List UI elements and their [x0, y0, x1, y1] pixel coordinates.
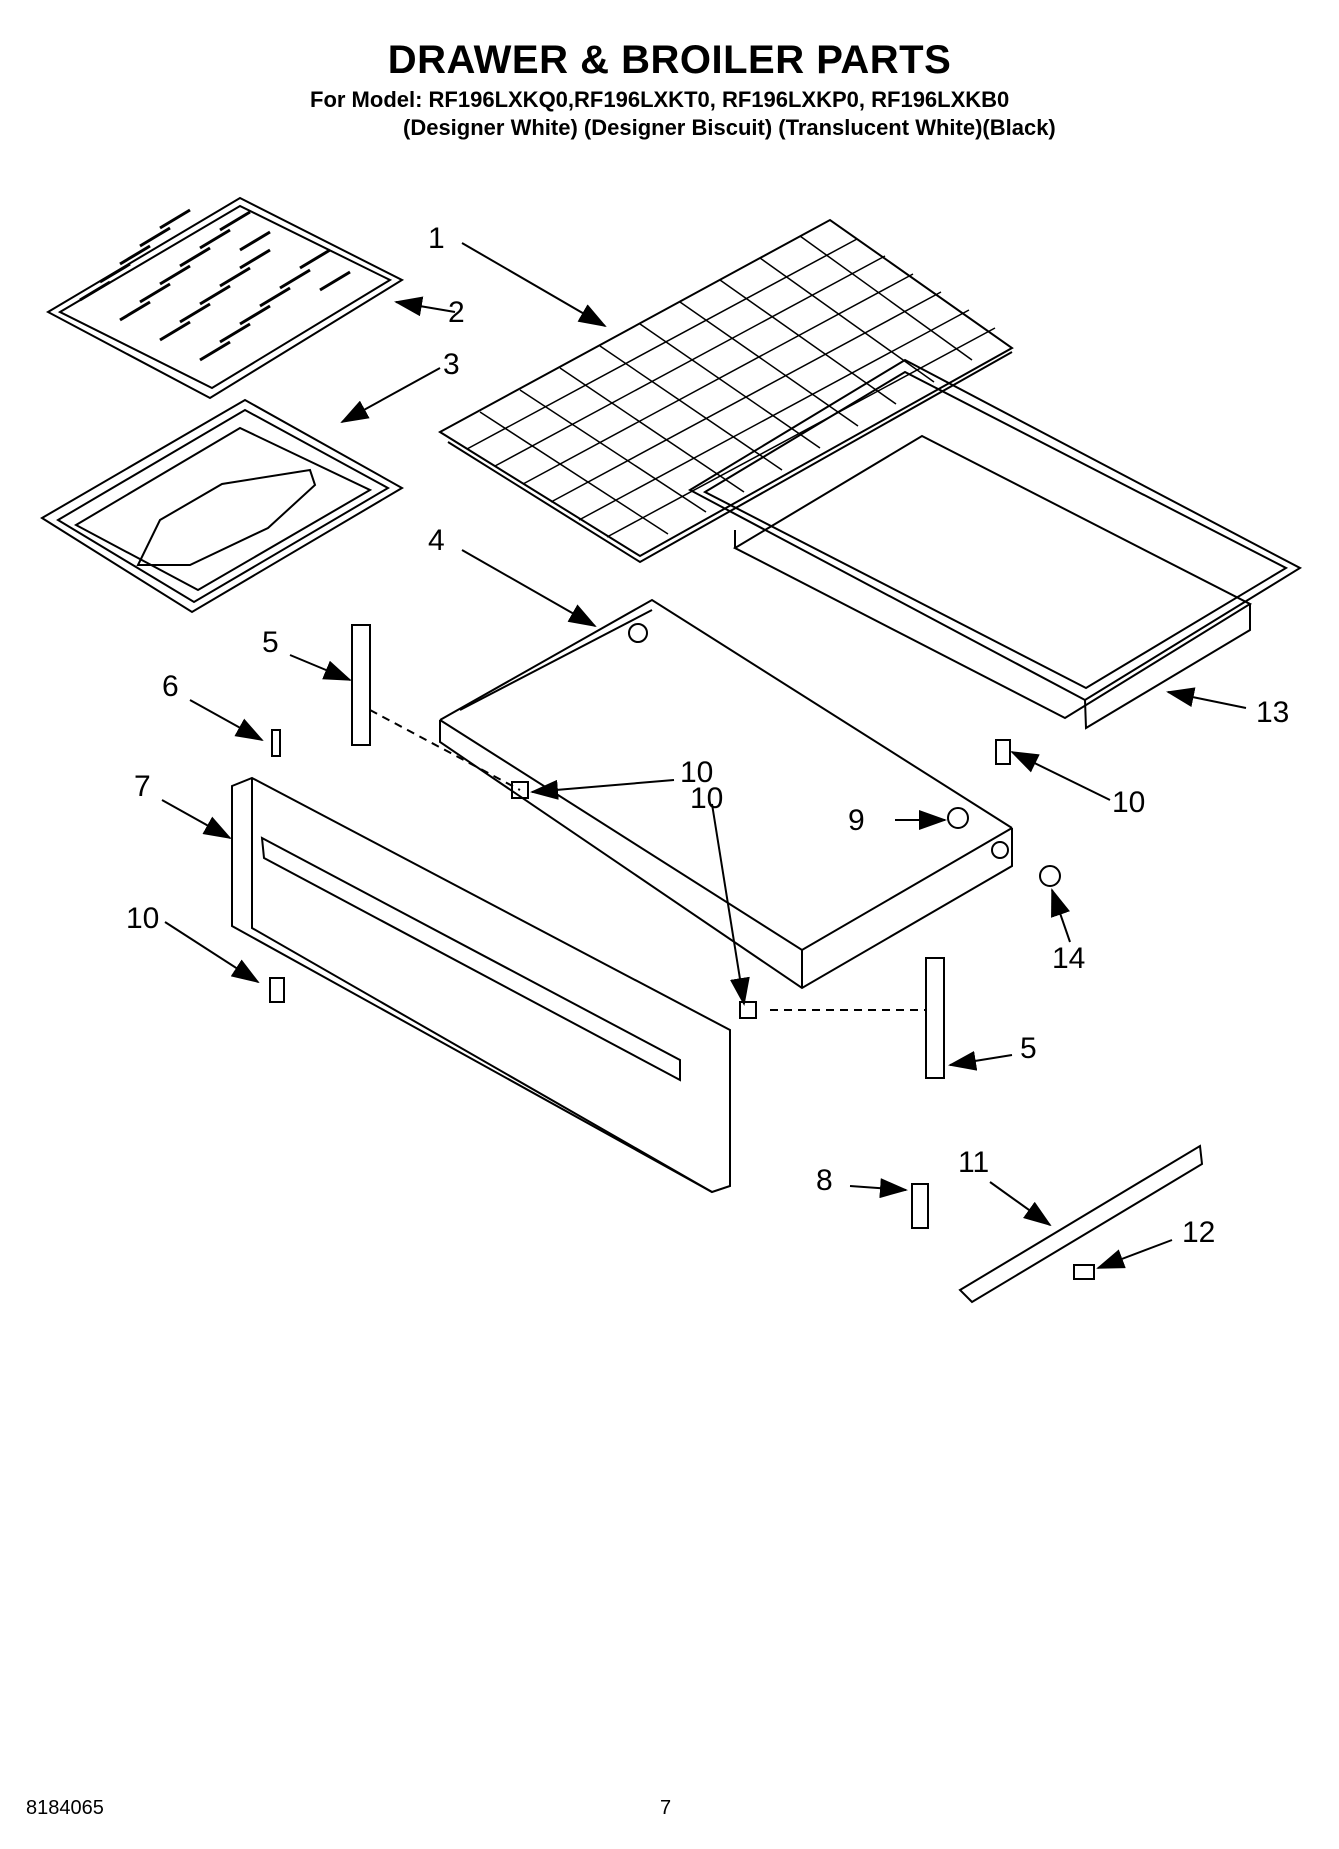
callout-9: 9: [848, 804, 865, 837]
callout-2: 2: [448, 296, 465, 329]
drawer-slide-left: [351, 624, 371, 746]
drawer-liner-part: [687, 358, 1303, 730]
color-list: (Designer White) (Designer Biscuit) (Tra…: [403, 115, 1056, 140]
callout-labels: 1 2 3 4 5 6 7 10 10 9 10 13 14 5 8 11 12…: [126, 222, 1289, 1249]
callout-12: 12: [1182, 1216, 1215, 1249]
callout-10d: 10: [126, 902, 159, 935]
page-title: DRAWER & BROILER PARTS: [387, 38, 952, 82]
document-number: 8184065: [26, 1797, 104, 1819]
callout-7: 7: [134, 770, 151, 803]
callout-5b: 5: [1020, 1032, 1037, 1065]
callout-leaders: [161, 242, 1247, 1269]
screw-12: [1073, 1264, 1095, 1280]
screw-10-c: [995, 739, 1011, 765]
callout-8: 8: [816, 1164, 833, 1197]
drawer-front-part: [231, 776, 731, 1194]
screw-10-d: [269, 977, 285, 1003]
callout-10b: 10: [690, 782, 723, 815]
clip-8: [911, 1183, 929, 1229]
page-number: 7: [660, 1797, 672, 1819]
callout-13: 13: [1256, 696, 1289, 729]
rail-11: [958, 1144, 1204, 1304]
broiler-pan-part: [40, 398, 405, 614]
callout-11: 11: [958, 1146, 989, 1179]
screw-10-b: [739, 1001, 757, 1019]
broiler-grid-part: [45, 196, 405, 400]
callout-6: 6: [162, 670, 179, 703]
callout-14: 14: [1052, 942, 1085, 975]
callout-10c: 10: [1112, 786, 1145, 819]
callout-1: 1: [428, 222, 445, 255]
callout-3: 3: [443, 348, 460, 381]
fastener-parts: [269, 624, 1204, 1304]
front-stud: [271, 729, 281, 757]
model-list: For Model: RF196LXKQ0,RF196LXKT0, RF196L…: [310, 87, 1010, 112]
nut-9: [947, 807, 969, 829]
drawer-body-part: [439, 598, 1013, 990]
drawer-slide-right: [925, 957, 945, 1079]
roller-14: [1039, 865, 1061, 887]
oven-rack-part: [438, 218, 1014, 564]
callout-4: 4: [428, 524, 445, 557]
screw-10-a: [511, 781, 529, 799]
callout-10a: 10: [680, 756, 713, 789]
callout-5a: 5: [262, 626, 279, 659]
